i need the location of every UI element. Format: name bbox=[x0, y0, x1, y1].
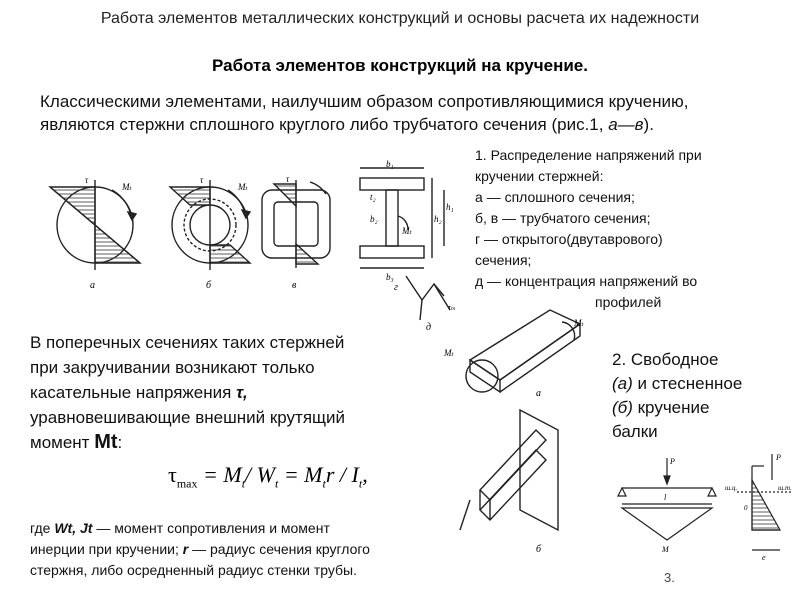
label-p-right: P bbox=[775, 453, 781, 462]
label-mt-b: Mₜ bbox=[237, 182, 248, 192]
intro-paragraph: Классическими элементами, наилучшим обра… bbox=[40, 90, 720, 136]
note-bold: Wt, Jt bbox=[54, 520, 93, 536]
caption2-line: (а) и стесненное bbox=[612, 372, 792, 396]
note-line: где Wt, Jt — момент сопротивления и моме… bbox=[30, 518, 450, 539]
label-b: б bbox=[206, 280, 212, 291]
figure-beam-torsion: Mₜ Mₜ а б bbox=[443, 309, 584, 555]
caption2-line: (б) кручение bbox=[612, 396, 792, 420]
stress-paragraph: В поперечных сечениях таких стержней при… bbox=[30, 330, 370, 455]
formula-part: / W bbox=[245, 462, 275, 487]
formula-sub: t bbox=[322, 476, 326, 491]
formula-max: max bbox=[176, 476, 198, 491]
moment-symbol: Mt bbox=[94, 431, 118, 453]
formula-part: r / I bbox=[325, 462, 359, 487]
label-e: e bbox=[762, 553, 766, 562]
torsion-formula: τmax = Mt/ Wt = Mtr / It, bbox=[168, 462, 368, 491]
figure2-caption: 2. Свободное (а) и стесненное (б) кручен… bbox=[612, 348, 792, 444]
label-g: г bbox=[394, 282, 398, 293]
caption2-line: балки bbox=[612, 422, 658, 441]
caption-line: б, в — трубчатого сечения; bbox=[475, 210, 651, 226]
definitions-note: где Wt, Jt — момент сопротивления и моме… bbox=[30, 518, 450, 581]
caption2-line: 2. Свободное bbox=[612, 350, 719, 369]
note-text: инерции при кручении; bbox=[30, 541, 183, 557]
caption2-b-text: кручение bbox=[632, 398, 710, 417]
caption2-a-text: и стесненное bbox=[632, 374, 743, 393]
formula-comma: , bbox=[362, 462, 368, 487]
label-mt-g: Mₜ bbox=[401, 226, 412, 236]
intro-italic: а—в bbox=[608, 115, 644, 134]
formula-sub: t bbox=[274, 476, 279, 491]
figure1-caption: 1. Распределение напряжений при кручении… bbox=[475, 145, 775, 313]
label-t2: t₂ bbox=[370, 192, 376, 202]
note-text: — момент сопротивления и момент bbox=[92, 520, 330, 536]
label-tau-v: τ bbox=[286, 174, 290, 184]
caption-line: г — открытого(двутаврового) bbox=[475, 231, 663, 247]
figure-torsion-stress-diagrams: а τ Mₜ б τ Mₜ в τ b₁ t₂ b₂ h bbox=[48, 160, 456, 333]
label-m: M bbox=[661, 545, 670, 554]
note-text: где bbox=[30, 520, 55, 536]
formula-sub: t bbox=[241, 476, 246, 491]
diagram-free-torsion bbox=[465, 309, 582, 394]
label-2b: б bbox=[536, 544, 542, 555]
formula-tau: τ bbox=[168, 462, 177, 487]
label-b3: b₃ bbox=[386, 272, 394, 282]
label-shct: ш.т. bbox=[778, 484, 792, 492]
note-bold: r bbox=[182, 541, 189, 557]
colon: : bbox=[117, 433, 123, 452]
caption-line: сечения; bbox=[475, 252, 532, 268]
intro-text-end: ). bbox=[643, 115, 654, 134]
label-h2: h₂ bbox=[434, 214, 442, 224]
diagram-b-tube bbox=[168, 180, 252, 270]
label-l: l bbox=[664, 493, 667, 502]
label-tau-a: τ bbox=[85, 175, 89, 185]
label-shcm: ш.ц. bbox=[725, 484, 738, 492]
formula-sub: t bbox=[358, 476, 363, 491]
label-2a: а bbox=[536, 388, 541, 399]
note-text: — радиус сечения круглого bbox=[188, 541, 370, 557]
caption-line: а — сплошного сечения; bbox=[475, 189, 635, 205]
caption-line: 1. Распределение напряжений при bbox=[475, 147, 702, 163]
stress-text: В поперечных сечениях таких стержней при… bbox=[30, 333, 345, 402]
note-line: инерции при кручении; r — радиус сечения… bbox=[30, 539, 450, 560]
label-tau-max: τₘ bbox=[448, 303, 456, 312]
section-title: Работа элементов конструкций на кручение… bbox=[212, 56, 588, 75]
label-d: д bbox=[426, 322, 431, 333]
label-v: в bbox=[292, 280, 297, 291]
beam-moment-diagram bbox=[617, 458, 717, 541]
label-zero: 0 bbox=[744, 504, 748, 512]
caption2-a: (а) bbox=[612, 374, 633, 393]
tau-symbol: τ, bbox=[236, 383, 248, 402]
caption-line: д — концентрация напряжений во bbox=[475, 273, 698, 289]
formula-part: = M bbox=[197, 462, 242, 487]
label-mt-a: Mₜ bbox=[121, 182, 132, 192]
caption-line: кручении стержней: bbox=[475, 168, 604, 184]
diagram-v-square-tube bbox=[261, 180, 331, 268]
formula-part: = M bbox=[278, 462, 323, 487]
caption-line: профилей bbox=[595, 294, 662, 310]
channel-section-diagram bbox=[737, 454, 792, 551]
diagram-g-i-beam bbox=[359, 167, 451, 321]
note-line: стержня, либо осредненный радиус стенки … bbox=[30, 562, 358, 578]
intro-text: Классическими элементами, наилучшим обра… bbox=[40, 92, 689, 134]
figure-beam-moment-diagram: P l M P ш.ц. ш.т. 0 e bbox=[617, 453, 792, 562]
label-a: а bbox=[90, 280, 95, 291]
label-b2: b₂ bbox=[370, 214, 378, 224]
label-p-left: P bbox=[669, 457, 675, 466]
label-mt-2a: Mₜ bbox=[443, 348, 454, 358]
document-title: Работа элементов металлических конструкц… bbox=[100, 10, 700, 27]
diagram-a-solid bbox=[48, 180, 142, 270]
label-tau-b: τ bbox=[200, 175, 204, 185]
stress-text-2: уравновешивающие внешний крутящий момент bbox=[30, 408, 346, 452]
caption2-b: (б) bbox=[612, 398, 633, 417]
label-b1: b₁ bbox=[386, 160, 394, 169]
page-number: 3. bbox=[664, 570, 675, 585]
label-h1: h₁ bbox=[446, 202, 454, 212]
diagram-restrained-torsion bbox=[459, 408, 559, 532]
label-mt-2a-end: Mₜ bbox=[573, 318, 584, 328]
